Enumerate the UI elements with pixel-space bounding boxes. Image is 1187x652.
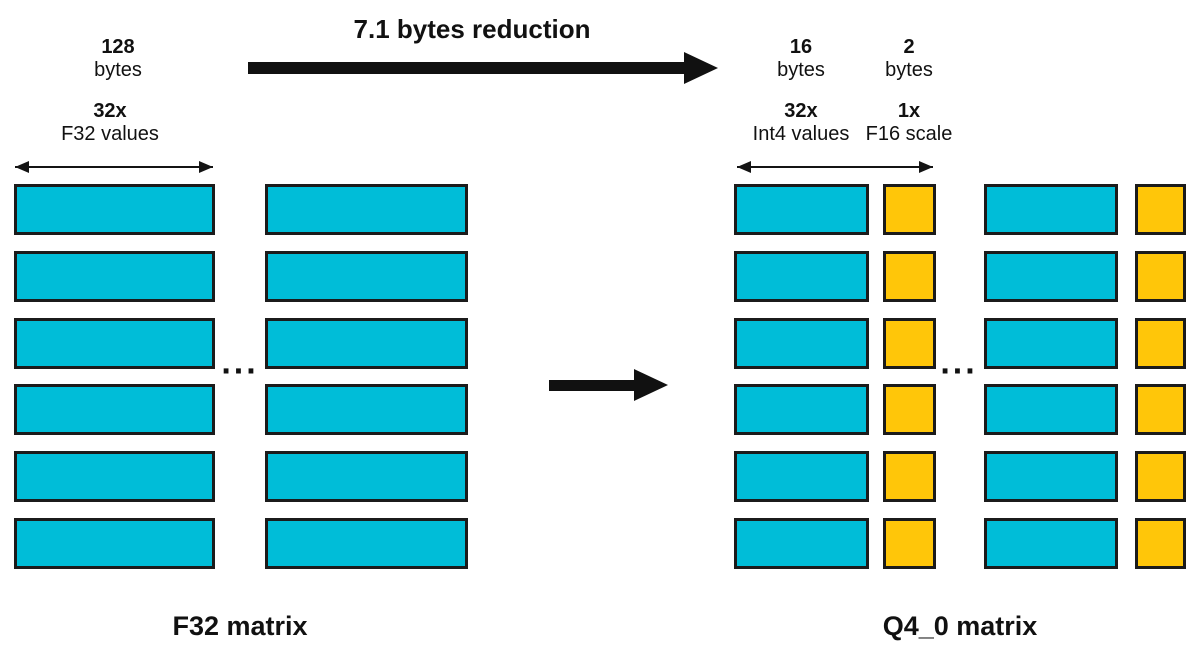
f32-values-desc: F32 values <box>61 123 159 145</box>
f32-values-count: 32x <box>93 100 127 122</box>
f32-bytes-label: 128 bytes <box>94 36 142 82</box>
int4-bytes-value: 16 <box>789 36 813 58</box>
f32-value-block <box>14 318 215 369</box>
scale-values-label: 1x F16 scale <box>866 100 953 146</box>
int4-value-block <box>734 251 869 302</box>
int4-value-block <box>734 384 869 435</box>
f32-value-block <box>265 318 468 369</box>
int4-values-count: 32x <box>784 100 818 122</box>
int4-value-block <box>984 384 1118 435</box>
f32-value-block <box>14 184 215 235</box>
int4-value-block <box>984 318 1118 369</box>
reduction-title: 7.1 bytes reduction <box>353 14 591 44</box>
int4-value-block <box>734 451 869 502</box>
q4-matrix-caption: Q4_0 matrix <box>882 611 1038 641</box>
f32-span-arrow <box>15 161 213 173</box>
f16-scale-block <box>883 318 936 369</box>
int4-value-block <box>984 518 1118 569</box>
transform-arrow-head <box>634 369 668 401</box>
f32-value-block <box>14 518 215 569</box>
f32-value-block <box>265 451 468 502</box>
scale-values-count: 1x <box>897 100 921 122</box>
int4-bytes-label: 16 bytes <box>777 36 825 82</box>
f32-value-block <box>265 184 468 235</box>
f32-values-label: 32x F32 values <box>61 100 159 146</box>
f32-ellipsis: ... <box>221 343 259 382</box>
int4-values-label: 32x Int4 values <box>753 100 850 146</box>
scale-bytes-unit: bytes <box>885 59 933 81</box>
scale-bytes-label: 2 bytes <box>885 36 933 82</box>
f16-scale-block <box>1135 184 1186 235</box>
f16-scale-block <box>1135 318 1186 369</box>
f32-value-block <box>14 451 215 502</box>
q4-ellipsis: ... <box>940 343 978 382</box>
f16-scale-block <box>883 184 936 235</box>
f32-value-block <box>265 251 468 302</box>
f16-scale-block <box>1135 518 1186 569</box>
reduction-arrow-shaft <box>248 62 684 74</box>
f32-value-block <box>265 384 468 435</box>
reduction-arrow-head <box>684 52 718 84</box>
int4-value-block <box>734 518 869 569</box>
f16-scale-block <box>1135 251 1186 302</box>
f16-scale-block <box>883 384 936 435</box>
f16-scale-block <box>883 518 936 569</box>
f32-matrix-caption: F32 matrix <box>172 611 308 641</box>
f32-value-block <box>14 251 215 302</box>
f16-scale-block <box>883 451 936 502</box>
f32-bytes-unit: bytes <box>94 59 142 81</box>
int4-value-block <box>734 184 869 235</box>
int4-values-desc: Int4 values <box>752 123 850 145</box>
scale-values-desc: F16 scale <box>865 123 953 145</box>
f16-scale-block <box>1135 451 1186 502</box>
int4-value-block <box>984 451 1118 502</box>
scale-bytes-value: 2 <box>903 36 915 58</box>
f32-value-block <box>14 384 215 435</box>
int4-value-block <box>734 318 869 369</box>
int4-value-block <box>984 184 1118 235</box>
transform-arrow-shaft <box>549 380 635 391</box>
q4-block-span-arrow <box>737 161 933 173</box>
f32-bytes-value: 128 <box>101 36 135 58</box>
int4-value-block <box>984 251 1118 302</box>
f16-scale-block <box>883 251 936 302</box>
f16-scale-block <box>1135 384 1186 435</box>
int4-bytes-unit: bytes <box>777 59 825 81</box>
f32-value-block <box>265 518 468 569</box>
